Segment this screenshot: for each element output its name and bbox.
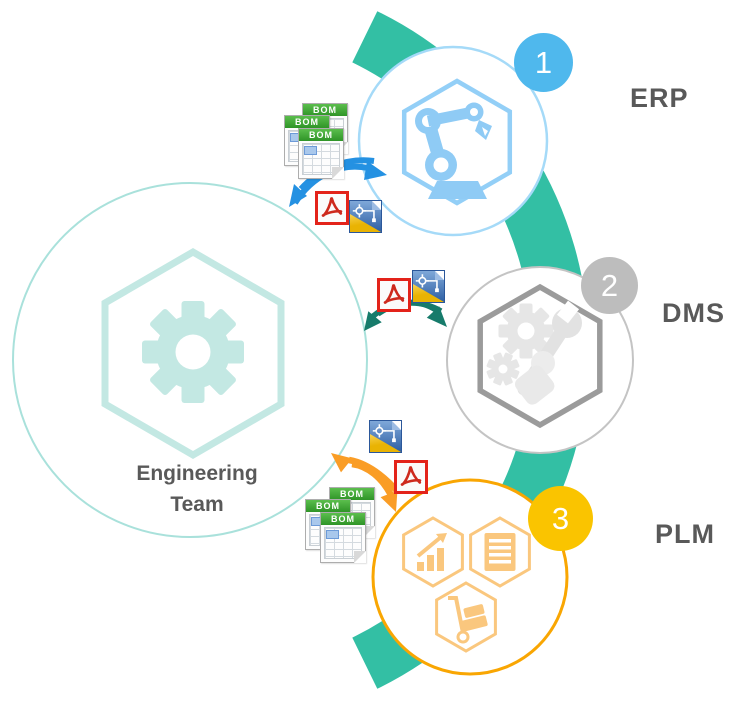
pdf-glyph — [321, 197, 343, 217]
erp-circle — [357, 45, 549, 237]
cad-glyph — [352, 204, 376, 223]
handtruck-icon — [448, 596, 488, 644]
pdf-file-icon — [315, 191, 349, 225]
plm-label: PLM — [655, 519, 715, 549]
pdf-file-icon — [394, 460, 428, 494]
engineering-team-label-line2: Team — [170, 493, 224, 516]
erp-node — [357, 45, 549, 237]
bom-label: BOM — [299, 129, 343, 141]
plm-hexagon-document — [469, 516, 531, 588]
arrowhead-to-erp — [364, 161, 387, 180]
cad-glyph — [372, 424, 396, 443]
step-badge-1: 1 — [514, 33, 573, 92]
cad-glyph — [415, 274, 439, 293]
arrowhead-to-plm — [380, 490, 398, 512]
dms-hexagon — [477, 283, 603, 429]
arrowhead-to-engineering — [289, 184, 307, 207]
step-badge-2: 2 — [581, 257, 638, 314]
growth-chart-icon — [416, 533, 447, 571]
arrowhead-to-dms — [426, 306, 447, 327]
engineering-team-label-line1: Engineering — [136, 462, 258, 485]
gear-icon — [142, 301, 244, 403]
plm-hexagon-chart — [402, 516, 464, 588]
cad-file-icon — [412, 270, 445, 303]
pdf-file-icon — [377, 278, 411, 312]
spreadsheet-selection — [326, 530, 339, 539]
cad-file-icon — [369, 420, 402, 453]
plm-flow-arrows — [331, 453, 401, 512]
document-icon — [484, 533, 516, 571]
engineering-hexagon — [101, 247, 285, 460]
arrow-to-plm — [351, 460, 394, 497]
bom-spreadsheet-icon: BOM — [298, 128, 344, 179]
pdf-glyph — [400, 466, 422, 486]
plm-node — [371, 478, 569, 676]
bom-label: BOM — [306, 500, 350, 512]
cad-file-icon — [349, 200, 382, 233]
plm-hexagon-handtruck — [435, 581, 497, 653]
arrowhead-to-engineering — [331, 453, 353, 473]
step-badge-3: 3 — [528, 486, 593, 551]
gears-and-wrench-icon — [486, 300, 582, 405]
pdf-glyph — [383, 284, 405, 304]
erp-label: ERP — [630, 83, 689, 113]
bom-label: BOM — [285, 116, 329, 128]
engineering-team-node — [12, 182, 368, 538]
bom-label: BOM — [303, 104, 347, 116]
arrowhead-to-engineering — [364, 311, 382, 331]
bom-label: BOM — [330, 488, 374, 500]
engineering-team-label: Engineering Team — [97, 458, 297, 520]
spreadsheet-selection — [304, 146, 317, 155]
robot-arm-icon — [415, 102, 492, 199]
bom-label: BOM — [321, 513, 365, 525]
dms-node — [446, 266, 634, 454]
dms-label: DMS — [662, 298, 725, 328]
bom-spreadsheet-icon: BOM — [320, 512, 366, 563]
erp-hexagon — [401, 78, 513, 206]
